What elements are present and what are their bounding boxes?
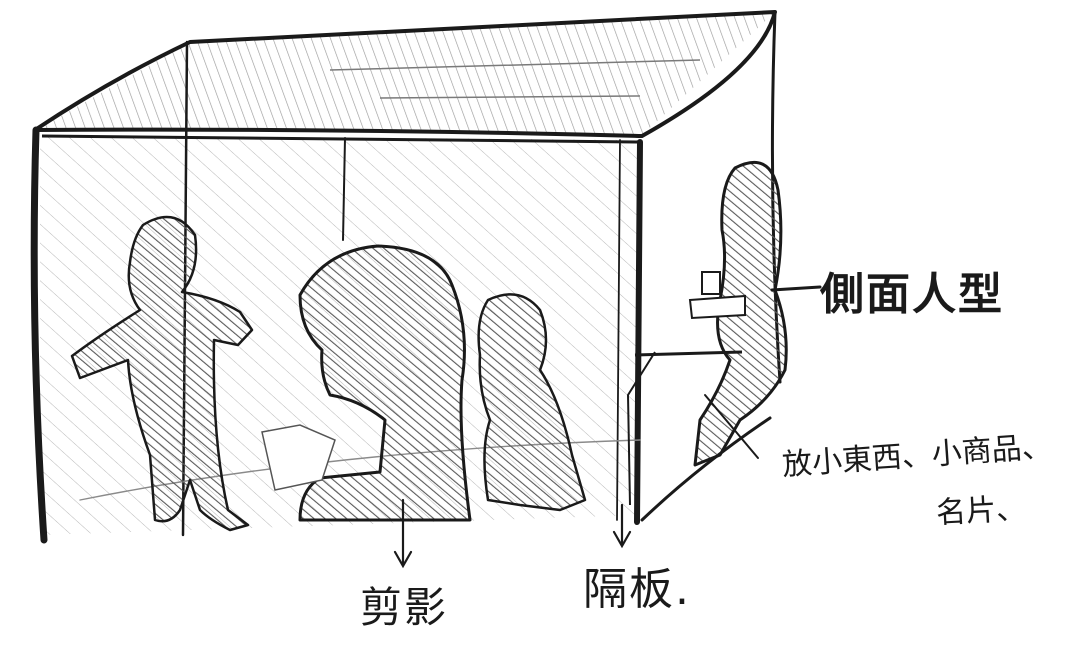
arrow-partition bbox=[612, 503, 632, 549]
pointer-small-items bbox=[704, 394, 759, 459]
annotation-pointers bbox=[393, 285, 822, 569]
silhouette-small-figure bbox=[477, 293, 587, 512]
arrow-silhouette bbox=[393, 498, 413, 569]
label-business-cards: 名片、 bbox=[935, 491, 1027, 531]
pointer-side-figure bbox=[770, 285, 822, 292]
label-side-figure: 側面人型 bbox=[820, 269, 1004, 320]
side-profile-figure bbox=[626, 160, 788, 506]
booth-roof bbox=[33, 10, 777, 144]
label-silhouette: 剪影 bbox=[360, 583, 449, 632]
silhouette-standing-person bbox=[70, 215, 254, 532]
label-partition: 隔板. bbox=[583, 564, 691, 615]
silhouette-seated-person bbox=[261, 244, 472, 522]
